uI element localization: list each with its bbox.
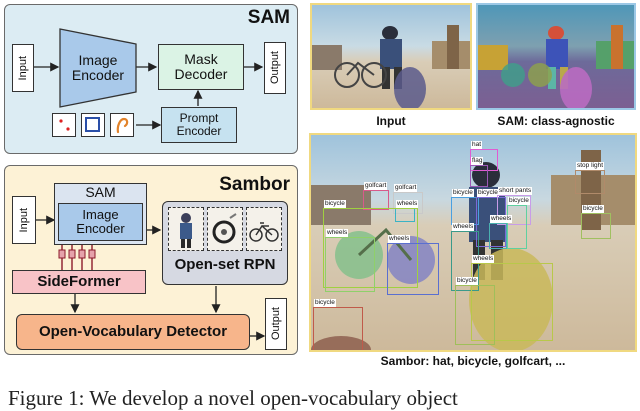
sam-output-box: Output: [264, 42, 286, 94]
points-icon: [52, 113, 76, 137]
rpn-thumb-wheel: [207, 207, 243, 251]
det-label-wheels-left: wheels: [326, 229, 349, 237]
det-label-bicycle-left: bicycle: [324, 200, 346, 208]
sam-photo: [476, 3, 636, 110]
det-box-wheels-mid: wheels: [387, 235, 439, 295]
sambor-sam-label: SAM: [85, 184, 116, 200]
det-label-wheels-top: wheels: [396, 200, 419, 208]
det-box-wheels-left: wheels: [325, 229, 375, 292]
det-box-stop-light: stop light: [575, 162, 605, 194]
det-label-wheels-center: wheels: [452, 223, 475, 231]
sambor-output-box: Output: [265, 298, 287, 350]
det-box-wheels-big: wheels: [471, 255, 553, 341]
det-label-bicycle-lower: bicycle: [456, 277, 478, 285]
sam-input-label: Input: [16, 55, 29, 81]
det-label-hat: hat: [471, 141, 483, 149]
detector-label: Open-Vocabulary Detector: [38, 322, 228, 340]
figure-caption: Figure 1: We develop a novel open-vocabu…: [8, 386, 458, 410]
sam-caption: SAM: class-agnostic: [497, 114, 615, 128]
sambor-input-box: Input: [12, 196, 36, 244]
open-vocabulary-detector: Open-Vocabulary Detector: [16, 314, 250, 350]
det-box-bicycle-mid: bicycle: [451, 189, 479, 225]
det-box-golfcart-2: golfcart: [393, 184, 423, 214]
det-label-golfcart-1: golfcart: [364, 182, 388, 190]
input-photo: [310, 3, 472, 110]
det-label-wheels-small: wheels: [490, 215, 513, 223]
sambor-output-label: Output: [269, 307, 282, 341]
det-box-wheels-small: wheels: [489, 215, 513, 249]
sam-title: SAM: [247, 7, 290, 28]
det-box-golfcart-1: golfcart: [363, 182, 389, 210]
rpn-thumb-person: [168, 207, 204, 251]
det-box-bicycle-far-right: bicycle: [581, 205, 611, 239]
det-label-bicycle-right: bicycle: [508, 197, 530, 205]
box-icon: [81, 113, 105, 137]
mask-decoder-label: Mask Decoder: [174, 50, 228, 82]
sambor-input-label: Input: [17, 207, 30, 233]
det-label-bicycle-bottom: bicycle: [314, 299, 336, 307]
det-box-short-pants: short pants: [497, 187, 533, 225]
det-box-flag: flag: [470, 157, 488, 187]
input-caption: Input: [376, 114, 406, 128]
det-label-short-pants: short pants: [498, 187, 533, 195]
rpn-label: Open-set RPN: [174, 256, 276, 273]
det-label-bicycle-center: bicycle: [477, 189, 499, 197]
sambor-image-encoder: Image Encoder: [58, 203, 143, 241]
sambor-title: Sambor: [219, 174, 290, 195]
det-label-flag: flag: [471, 157, 484, 165]
sam-connectors: [34, 62, 264, 130]
det-box-bicycle-left: bicycle: [323, 200, 418, 288]
sam-image-encoder: Image Encoder: [59, 28, 137, 108]
sam-output-label: Output: [268, 51, 281, 85]
det-box-hat: hat: [470, 141, 498, 171]
sam-image-encoder-label: Image Encoder: [71, 51, 125, 83]
scribble-icon: [110, 113, 134, 137]
rpn-thumbnails: [168, 207, 282, 251]
det-label-stop-light: stop light: [576, 162, 605, 170]
rpn-thumb-bicycle: [246, 207, 282, 251]
prompt-encoder: Prompt Encoder: [161, 107, 237, 143]
prompt-encoder-label: Prompt Encoder: [176, 110, 222, 138]
mask-decoder: Mask Decoder: [158, 44, 244, 90]
sideformer: SideFormer: [12, 270, 146, 294]
sambor-connectors: [36, 215, 266, 341]
sam-input-box: Input: [12, 44, 34, 92]
sam-image-encoder-shape: [59, 28, 137, 108]
det-box-bicycle-bottom: bicycle: [313, 299, 363, 350]
sambor-caption: Sambor: hat, bicycle, golfcart, ...: [380, 354, 566, 368]
det-label-wheels-big: wheels: [472, 255, 495, 263]
sambor-image-encoder-label: Image Encoder: [76, 206, 125, 236]
sambor-photo: hat flag golfcart golfcart wheels bicycl…: [309, 133, 637, 352]
det-box-bicycle-right: bicycle: [507, 197, 530, 249]
sideformer-label: SideFormer: [37, 272, 121, 290]
det-label-golfcart-2: golfcart: [394, 184, 418, 192]
det-label-bicycle-far-right: bicycle: [582, 205, 604, 213]
det-label-wheels-mid: wheels: [388, 235, 411, 243]
det-label-bicycle-mid: bicycle: [452, 189, 474, 197]
det-box-bicycle-lower: bicycle: [455, 277, 495, 345]
